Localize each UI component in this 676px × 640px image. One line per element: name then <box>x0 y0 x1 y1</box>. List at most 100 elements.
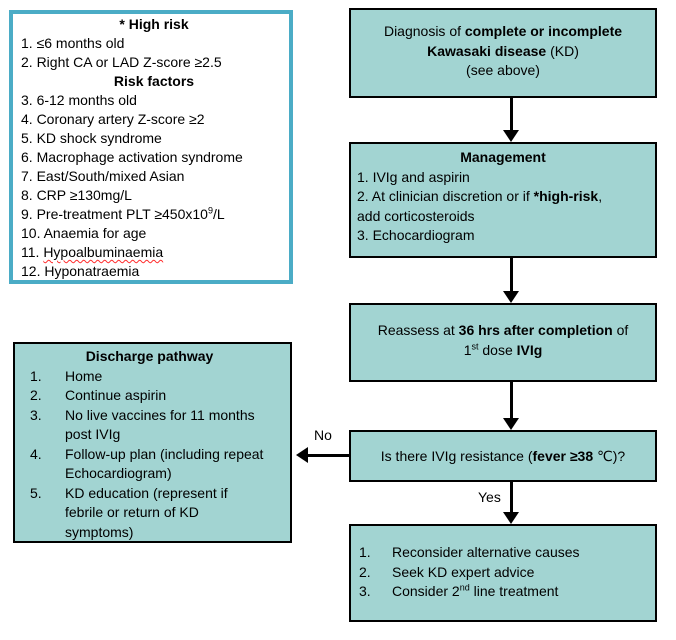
item-number: 3. <box>359 583 371 599</box>
discharge-list: 1. Home 2. Continue aspirin 3. No live v… <box>15 367 284 543</box>
high-risk-item: 2. Right CA or LAD Z-score ≥2.5 <box>21 54 222 70</box>
risk-factor-item: 4. Coronary artery Z-score ≥2 <box>21 111 205 127</box>
item-line: No live vaccines for 11 months <box>65 406 255 423</box>
reassess-line1: Reassess at 36 hrs after completion of <box>351 321 655 341</box>
ivig-bold-text: IVIg <box>516 341 543 358</box>
item-text: Consider 2 <box>392 583 460 599</box>
reassess-line2: 1st dose IVIg <box>351 341 655 361</box>
high-risk-ref: *high-risk <box>533 188 599 204</box>
item-text: KD education (represent if febrile or re… <box>65 484 284 543</box>
plt-text: 9. Pre-treatment PLT ≥450x10 <box>21 206 208 222</box>
item-line: post IVIg <box>65 426 121 442</box>
question-text: ℃)? <box>593 448 626 464</box>
item-line: Continue aspirin <box>65 387 167 403</box>
item-number: 1. <box>30 367 42 384</box>
discharge-title: Discharge pathway <box>85 348 214 364</box>
risk-factor-item: 11. Hypoalbuminaemia <box>21 243 287 262</box>
list-item: 1. Home <box>30 367 284 387</box>
list-item: 5. KD education (represent if febrile or… <box>30 484 284 543</box>
arrow-line <box>510 482 513 513</box>
question-text: Is there IVIg resistance ( <box>380 448 533 464</box>
plt-unit: /L <box>212 206 225 222</box>
management-item: 3. Echocardiogram <box>357 227 475 243</box>
risk-factor-item: 5. KD shock syndrome <box>21 130 162 146</box>
diagnosis-bold-text: complete or incomplete <box>464 23 623 39</box>
item-number: 3. <box>30 406 42 423</box>
risk-factor-item: 12. Hyponatraemia <box>21 263 140 279</box>
item-line: Follow-up plan (including repeat <box>65 445 264 462</box>
management-text: , <box>598 188 603 204</box>
ordinal-suffix: st <box>471 340 479 351</box>
risk-factor-item: 7. East/South/mixed Asian <box>21 168 185 184</box>
diagnosis-line2: Kawasaki disease (KD) <box>351 42 655 62</box>
item-line: febrile or return of KD <box>65 504 199 520</box>
high-risk-title: * High risk <box>119 16 189 32</box>
list-item: 3. No live vaccines for 11 months post I… <box>30 406 284 445</box>
item-number: 2. <box>30 387 42 403</box>
reassess-text: Reassess at <box>377 322 459 338</box>
item-line: Echocardiogram) <box>65 465 172 481</box>
arrow-line <box>510 382 513 418</box>
diagnosis-line1: Diagnosis of complete or incomplete <box>351 22 655 42</box>
ordinal-suffix: nd <box>459 582 470 593</box>
management-text: 2. At clinician discretion or if <box>357 188 534 204</box>
diagnosis-bold-text: Kawasaki disease <box>427 42 547 59</box>
arrowhead-down-icon <box>503 418 519 430</box>
risk-factors-subtitle: Risk factors <box>113 73 195 89</box>
arrow-line <box>510 258 513 291</box>
misspelled-word: Hypoalbuminaemia <box>43 244 164 260</box>
diagnosis-text: Diagnosis of <box>383 23 465 39</box>
list-item: 4. Follow-up plan (including repeat Echo… <box>30 445 284 484</box>
risk-factor-item: 6. Macrophage activation syndrome <box>21 149 243 165</box>
yes-label: Yes <box>476 489 503 505</box>
diagnosis-line3: (see above) <box>466 62 540 78</box>
diagnosis-text: (KD) <box>546 42 579 59</box>
risk-factor-item: 3. 6-12 months old <box>21 92 137 108</box>
list-item: 1. Reconsider alternative causes <box>359 543 649 563</box>
dose-number: 1 <box>463 341 472 358</box>
item-line: KD education (represent if <box>65 484 228 501</box>
management-item-continuation: add corticosteroids <box>357 207 475 224</box>
arrow-line <box>308 454 350 457</box>
item-text: line treatment <box>469 583 559 599</box>
list-item: 2. Seek KD expert advice <box>359 563 649 583</box>
list-item: 2. Continue aspirin <box>30 386 284 406</box>
item-number: 1. <box>359 544 371 560</box>
arrowhead-down-icon <box>503 130 519 142</box>
fever-threshold-bold: fever ≥38 <box>532 448 594 464</box>
item-text: No live vaccines for 11 months post IVIg <box>65 406 284 445</box>
item-number: 4. <box>30 445 42 462</box>
no-label: No <box>312 427 334 443</box>
discharge-pathway-box: Discharge pathway 1. Home 2. Continue as… <box>13 342 292 543</box>
item-text: Follow-up plan (including repeat Echocar… <box>65 445 284 484</box>
reassess-text: of <box>612 322 629 338</box>
high-risk-criteria-box: * High risk 1. ≤6 months old 2. Right CA… <box>9 10 293 284</box>
reassess-text: dose <box>478 341 517 358</box>
item-text: Reconsider alternative causes <box>392 544 580 560</box>
item-text: Home <box>65 367 284 387</box>
arrowhead-down-icon <box>503 291 519 303</box>
item-line: symptoms) <box>65 523 134 540</box>
item-number: 11. <box>21 244 44 260</box>
risk-factor-item: 8. CRP ≥130mg/L <box>21 187 132 203</box>
diagnosis-box: Diagnosis of complete or incomplete Kawa… <box>349 8 657 98</box>
item-number: 2. <box>359 563 371 580</box>
risk-factor-item: 9. Pre-treatment PLT ≥450x109/L <box>21 205 287 224</box>
resistance-actions-box: 1. Reconsider alternative causes 2. Seek… <box>349 524 657 622</box>
high-risk-item: 1. ≤6 months old <box>21 35 125 51</box>
arrowhead-down-icon <box>503 512 519 524</box>
question-line: Is there IVIg resistance (fever ≥38 ℃)? <box>351 447 655 467</box>
ivig-resistance-question-box: Is there IVIg resistance (fever ≥38 ℃)? <box>349 430 657 482</box>
management-item: 2. At clinician discretion or if *high-r… <box>357 187 649 207</box>
item-text: Seek KD expert advice <box>392 563 535 580</box>
arrow-line <box>510 98 513 131</box>
item-number: 5. <box>30 484 42 501</box>
arrowhead-left-icon <box>296 447 308 463</box>
item-line: Home <box>65 367 103 384</box>
item-text: Consider 2nd line treatment <box>392 582 649 602</box>
risk-factor-item: 10. Anaemia for age <box>21 225 147 241</box>
plt-exponent: 9 <box>207 205 213 216</box>
management-item: 1. IVIg and aspirin <box>357 168 470 185</box>
reassess-bold-text: 36 hrs after completion <box>458 322 613 338</box>
